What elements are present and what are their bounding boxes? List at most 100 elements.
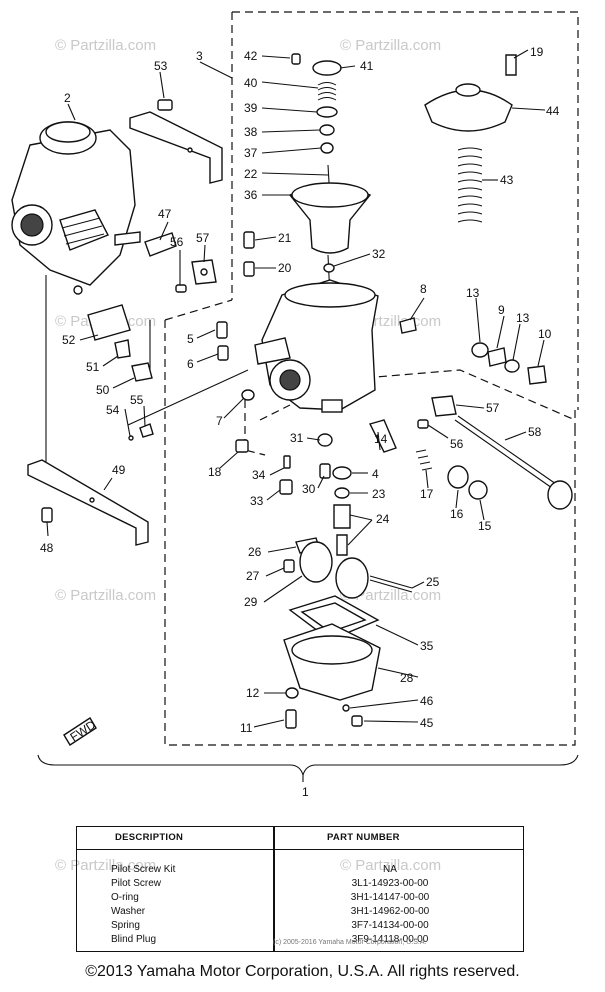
callout-40: 40 [244,76,258,90]
watermark-7: © Partzilla.com [55,857,156,874]
callout-1: 1 [302,785,309,799]
watermark-8: © Partzilla.com [340,857,441,874]
callout-9: 9 [498,303,505,317]
screw-8-part [399,317,417,334]
callout-2: 2 [64,91,71,105]
caps-15-16-part [447,465,488,500]
callout-46: 46 [420,694,434,708]
watermark-5: © Partzilla.com [55,587,156,604]
washer-7-part [241,389,255,401]
row-description: Pilot Screw Kit [111,864,176,875]
bracket-part [129,111,223,184]
callout-50: 50 [96,383,110,397]
callout-11: 11 [240,721,253,735]
bracket-49-part [27,459,149,546]
callout-41: 41 [360,59,374,73]
callout-49: 49 [112,463,126,477]
guide-lines [45,275,249,470]
row-part-number: 3H1-14962-00-00 [350,906,430,917]
callout-27: 27 [246,569,260,583]
watermark-2: © Partzilla.com [340,37,441,54]
plate-52-part [87,304,153,382]
callout-12: 12 [246,686,260,700]
row-description: Blind Plug [111,934,157,945]
table-header-description: DESCRIPTION [115,832,184,843]
callout-51: 51 [86,360,100,374]
row-description: Pilot Screw [111,878,162,889]
callout-16: 16 [450,507,464,521]
row-description: O-ring [111,892,139,903]
copyright-notice: ©2013 Yamaha Motor Corporation, U.S.A. A… [85,963,520,980]
assembly-boundary [164,11,579,746]
callout-26: 26 [248,545,262,559]
jet-stack-part [319,463,352,556]
watermark-6: © Partzilla.com [340,587,441,604]
callout-55: 55 [130,393,144,407]
callout-15: 15 [478,519,492,533]
callout-56a: 56 [170,235,184,249]
assembly-bracket [37,754,579,782]
callout-numbers: 1 2 3 4 5 6 7 8 9 10 11 12 13 13 14 15 1… [40,45,560,799]
carburetor-assembly-part [11,121,141,295]
callout-39: 39 [244,101,258,115]
callout-4: 4 [372,467,379,481]
callout-6: 6 [187,357,194,371]
callout-10: 10 [538,327,552,341]
callout-18: 18 [208,465,222,479]
row-part-number: 3F9-14118-00-00 [351,934,429,945]
screws-20-21-part [243,231,255,277]
row-description: Spring [111,920,140,931]
callout-35: 35 [420,639,434,653]
table-divider [273,827,275,951]
cap-spring-part [424,54,517,223]
callout-48: 48 [40,541,54,555]
callout-7: 7 [216,414,223,428]
callout-37: 37 [244,146,258,160]
callout-14: 14 [374,432,388,446]
callout-58: 58 [528,425,542,439]
callout-45: 45 [420,716,434,730]
rod-47-part [144,232,177,257]
screw-55-part [128,423,154,441]
float-bowl-part [283,595,381,701]
table-row: Washer 3H1-14962-00-00 [77,906,523,919]
callout-29: 29 [244,595,258,609]
row-description: Washer [111,906,146,917]
table-row: Pilot Screw Kit NA [77,864,523,877]
callout-36: 36 [244,188,258,202]
row-part-number: NA [383,864,397,875]
bolt-53-part [157,99,173,111]
callout-44: 44 [546,104,560,118]
callout-23: 23 [372,487,386,501]
callout-53: 53 [154,59,168,73]
callout-57b: 57 [486,401,500,415]
callout-31: 31 [290,431,304,445]
table-row: Pilot Screw 3L1-14923-00-00 [77,878,523,891]
callout-56b: 56 [450,437,464,451]
fwd-arrow-icon: FWD [63,717,98,746]
callout-33: 33 [250,494,264,508]
callout-22: 22 [244,167,258,181]
table-row: Spring 3F7-14134-00-00 [77,920,523,933]
row-part-number: 3H1-14147-00-00 [350,892,430,903]
callout-32: 32 [372,247,386,261]
callout-24: 24 [376,512,390,526]
rod-58-part [417,395,573,510]
screw-48-part [41,507,53,523]
callout-3: 3 [196,49,203,63]
callout-5: 5 [187,332,194,346]
callout-19: 19 [530,45,544,59]
callout-13b: 13 [516,311,530,325]
callout-20: 20 [278,261,292,275]
callout-34: 34 [252,468,266,482]
watermark-1: © Partzilla.com [55,37,156,54]
callout-21: 21 [278,231,292,245]
callout-28: 28 [400,671,414,685]
callout-25: 25 [426,575,440,589]
screw-18-part [235,439,249,453]
callout-57a: 57 [196,231,210,245]
callout-30: 30 [302,482,316,496]
table-row: O-ring 3H1-14147-00-00 [77,892,523,905]
